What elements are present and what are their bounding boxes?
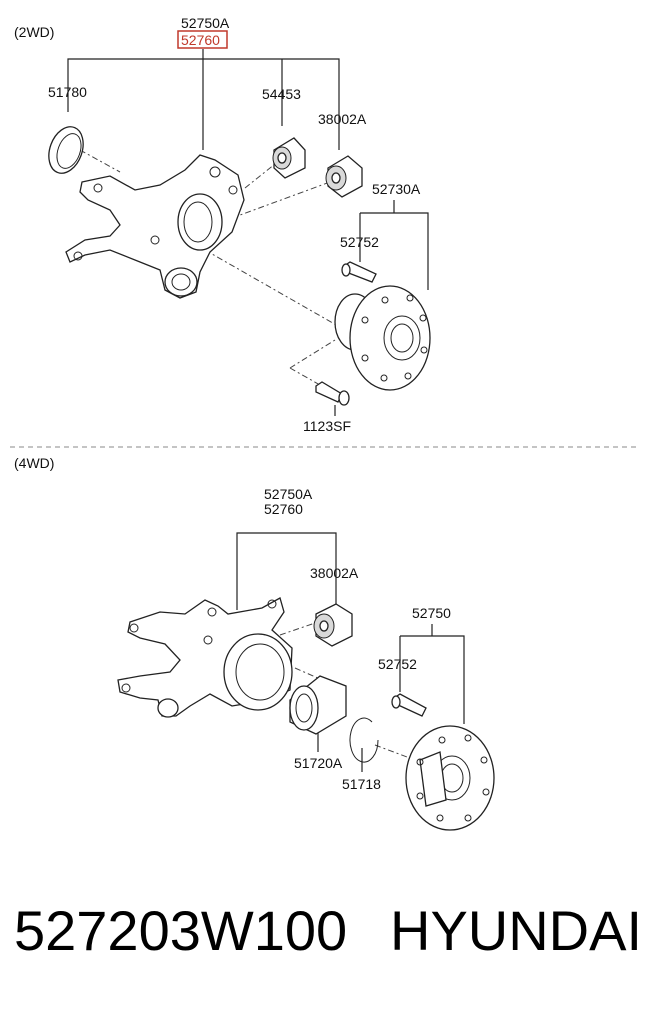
axis-bolt — [289, 339, 336, 386]
label-52760-4wd[interactable]: 52760 — [264, 501, 303, 517]
label-1123sf[interactable]: 1123SF — [303, 418, 351, 434]
label-52750[interactable]: 52750 — [412, 605, 451, 621]
label-38002a-2wd[interactable]: 38002A — [318, 111, 367, 127]
group-4wd: 52750A 52760 38002A 52750 52752 51720A 5… — [117, 486, 495, 831]
bearing-51720a — [289, 675, 347, 735]
axis-hub — [204, 249, 346, 331]
hub-bolt-52752-2wd — [341, 261, 377, 283]
label-38002a-4wd[interactable]: 38002A — [310, 565, 359, 581]
label-52730a[interactable]: 52730A — [372, 181, 421, 197]
highlight-box — [177, 30, 228, 49]
bushing-54453 — [272, 137, 306, 179]
brand-name: HYUNDAI — [390, 899, 643, 962]
leader-hub-assy — [359, 200, 429, 290]
knuckle-2wd — [65, 154, 245, 299]
label-52752-4wd[interactable]: 52752 — [378, 656, 417, 672]
axis-bushing-4wd — [279, 621, 319, 636]
label-52750a-2wd[interactable]: 52750A — [181, 15, 230, 31]
leader-hub-4wd — [399, 624, 465, 724]
snap-ring-51718 — [349, 717, 379, 763]
group-2wd: 52750A 52760 51780 54453 38002A 52730A 5… — [48, 15, 431, 434]
seal-ring-51780 — [48, 126, 84, 174]
knuckle-4wd — [117, 597, 293, 718]
leader-bracket-4wd — [236, 532, 337, 610]
label-52760-2wd-highlighted[interactable]: 52760 — [181, 32, 220, 48]
label-51718[interactable]: 51718 — [342, 776, 381, 792]
hub-52750 — [405, 725, 495, 831]
bolt-1123sf — [315, 381, 350, 406]
caption-bar: 527203W100 HYUNDAI — [0, 898, 647, 978]
hub-52730a — [334, 285, 431, 391]
bushing-38002a-2wd — [325, 155, 363, 198]
bushing-38002a-4wd — [313, 603, 353, 647]
section-label-2wd: (2WD) — [14, 24, 54, 40]
hub-bolt-52752-4wd — [391, 693, 427, 717]
part-number: 527203W100 — [14, 899, 348, 962]
label-52750a-4wd[interactable]: 52750A — [264, 486, 313, 502]
parts-diagram: (2WD) (4WD) 52750A 52760 51780 54453 380… — [10, 15, 637, 831]
label-51720a[interactable]: 51720A — [294, 755, 343, 771]
axis-bushing2 — [231, 181, 331, 219]
section-label-4wd: (4WD) — [14, 455, 54, 471]
axis-seal — [79, 149, 121, 173]
